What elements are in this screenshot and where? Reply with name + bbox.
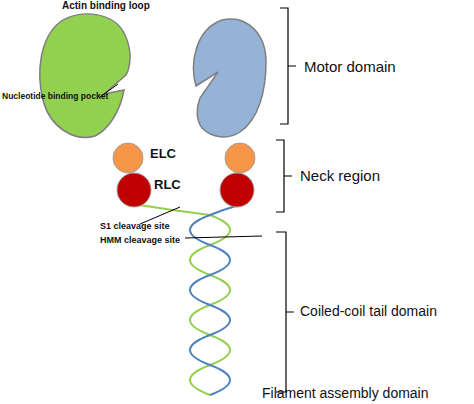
cleavage-label: S1 cleavage site bbox=[100, 222, 170, 232]
bracket-label: Motor domain bbox=[304, 59, 396, 76]
elc-circle bbox=[225, 143, 255, 173]
cleavage-line bbox=[185, 236, 262, 238]
rlc-circle bbox=[117, 173, 151, 207]
rlc-circle bbox=[220, 173, 254, 207]
blue-helix bbox=[190, 206, 236, 395]
bracket bbox=[276, 140, 292, 212]
bracket-label: Coiled-coil tail domain bbox=[300, 304, 437, 319]
blue-motor-head bbox=[194, 19, 266, 137]
part-label: ELC bbox=[150, 147, 176, 161]
part-label: Actin binding loop bbox=[62, 0, 150, 11]
elc-circle bbox=[113, 143, 143, 173]
bracket-label: Neck region bbox=[300, 168, 380, 185]
part-label: RLC bbox=[154, 178, 181, 192]
bracket bbox=[276, 232, 294, 392]
bracket-label: Filament assembly domain bbox=[262, 386, 429, 401]
cleavage-label: HMM cleavage site bbox=[100, 236, 180, 246]
bracket bbox=[280, 8, 296, 124]
green-motor-head bbox=[40, 14, 130, 137]
part-label: Nucleotide binding pocket bbox=[2, 92, 108, 101]
